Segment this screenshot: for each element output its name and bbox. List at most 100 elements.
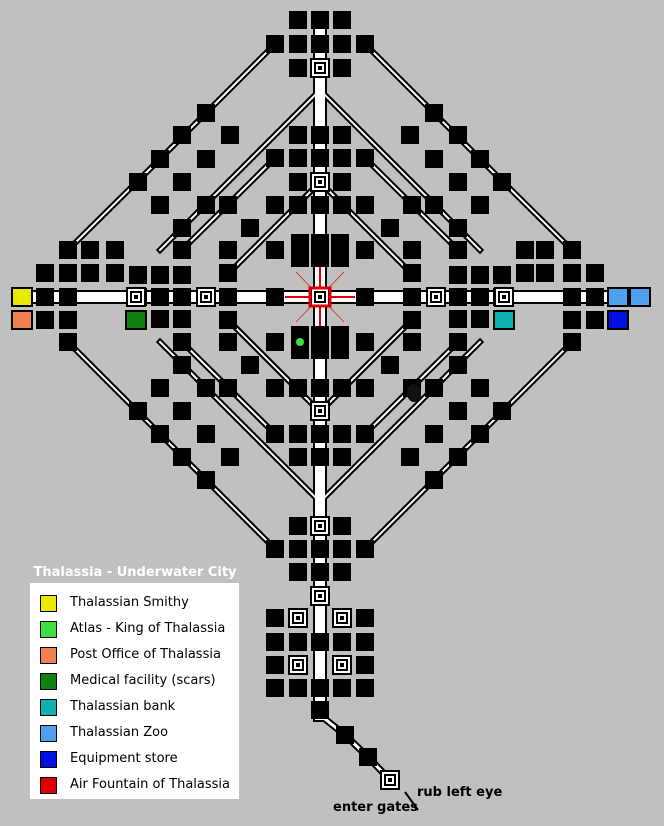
map-room — [59, 241, 77, 259]
map-room — [333, 173, 351, 191]
map-room — [291, 249, 309, 267]
map-room — [311, 701, 329, 719]
map-room — [356, 609, 374, 627]
map-room — [333, 633, 351, 651]
map-room — [173, 266, 191, 284]
map-room — [151, 266, 169, 284]
legend-label: Thalassian Smithy — [70, 595, 189, 610]
map-room — [266, 241, 284, 259]
map-room — [173, 310, 191, 328]
map-room — [311, 379, 329, 397]
map-room — [333, 563, 351, 581]
legend-swatch — [40, 673, 57, 690]
enter-gates-label: enter gates — [333, 800, 418, 815]
map-room — [266, 540, 284, 558]
map-room — [381, 356, 399, 374]
map-node — [426, 287, 446, 307]
map-room — [289, 563, 307, 581]
map-room — [536, 264, 554, 282]
map-room — [449, 333, 467, 351]
map-room — [311, 341, 329, 359]
map-room — [266, 379, 284, 397]
map-room — [173, 288, 191, 306]
map-room — [81, 264, 99, 282]
map-node — [196, 287, 216, 307]
legend-label: Medical facility (scars) — [70, 673, 216, 688]
map-room — [219, 264, 237, 282]
legend-swatch — [40, 777, 57, 794]
map-room — [449, 241, 467, 259]
legend-swatch — [40, 621, 57, 638]
map-room — [219, 333, 237, 351]
map-room — [129, 402, 147, 420]
map-room — [173, 402, 191, 420]
map-room — [221, 448, 239, 466]
map-room — [219, 379, 237, 397]
map-room — [356, 149, 374, 167]
map-room — [333, 59, 351, 77]
map-room — [219, 311, 237, 329]
map-room — [563, 241, 581, 259]
map-room — [449, 310, 467, 328]
creature-marker — [407, 384, 421, 402]
map-room — [449, 266, 467, 284]
map-room — [333, 35, 351, 53]
map-room — [425, 196, 443, 214]
legend-swatch — [40, 751, 57, 768]
map-room — [266, 425, 284, 443]
map-room — [59, 264, 77, 282]
map-room — [241, 219, 259, 237]
map-node — [288, 655, 308, 675]
map-room — [36, 264, 54, 282]
map-room — [266, 196, 284, 214]
legend-item: Thalassian Smithy — [38, 593, 238, 613]
map-room — [311, 35, 329, 53]
map-room — [197, 104, 215, 122]
map-room — [289, 126, 307, 144]
map-room — [81, 241, 99, 259]
legend-item: Thalassian bank — [38, 697, 238, 717]
map-room — [151, 379, 169, 397]
map-room — [563, 311, 581, 329]
map-room — [471, 425, 489, 443]
map-room — [151, 425, 169, 443]
map-room — [425, 104, 443, 122]
map-room — [471, 150, 489, 168]
legend-label: Air Fountain of Thalassia — [70, 777, 230, 792]
map-room — [563, 264, 581, 282]
map-room — [493, 266, 511, 284]
rub-left-eye-label: rub left eye — [417, 785, 503, 800]
map-room — [449, 448, 467, 466]
map-node — [126, 287, 146, 307]
legend-item: Atlas - King of Thalassia — [38, 619, 238, 639]
map-room — [59, 311, 77, 329]
map-room — [356, 633, 374, 651]
map-node — [494, 287, 514, 307]
map-room — [449, 219, 467, 237]
map-room — [219, 288, 237, 306]
map-room — [173, 173, 191, 191]
map-room — [311, 563, 329, 581]
map-room — [471, 379, 489, 397]
map-room — [536, 241, 554, 259]
map-room — [311, 679, 329, 697]
map-room — [151, 150, 169, 168]
map-room — [449, 126, 467, 144]
map-room — [333, 379, 351, 397]
legend-swatch — [40, 699, 57, 716]
map-node — [310, 172, 330, 192]
map-node — [310, 287, 330, 307]
map-room — [197, 379, 215, 397]
map-room — [106, 264, 124, 282]
map-room — [266, 633, 284, 651]
map-node — [310, 586, 330, 606]
map-room — [403, 333, 421, 351]
map-room — [59, 288, 77, 306]
map-room — [449, 173, 467, 191]
map-room — [449, 288, 467, 306]
map-room — [197, 196, 215, 214]
legend-label: Equipment store — [70, 751, 178, 766]
legend-label: Thalassian bank — [70, 699, 176, 714]
map-room — [333, 540, 351, 558]
